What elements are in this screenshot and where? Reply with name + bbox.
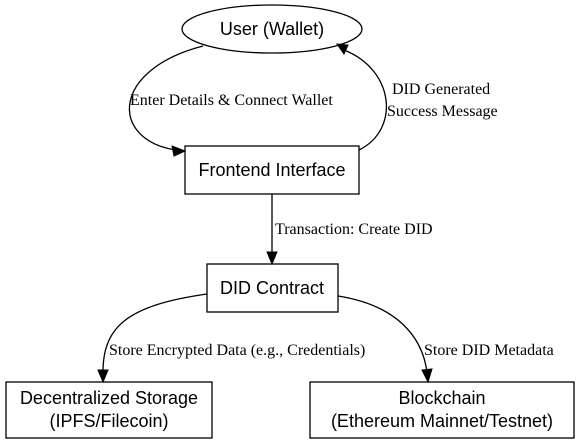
frontend-interface-label: Frontend Interface [198, 160, 345, 180]
edge-label-did-generated-line2: Success Message [387, 103, 498, 120]
user-wallet-node: User (Wallet) [181, 4, 363, 54]
edge-enter-details: Enter Details & Connect Wallet [128, 45, 333, 157]
edge-label-did-generated-line1: DID Generated [392, 81, 490, 98]
blockchain-label-line2: (Ethereum Mainnet/Testnet) [331, 411, 553, 431]
edge-did-generated: DID Generated Success Message [335, 43, 498, 151]
edge-create-did: Transaction: Create DID [266, 194, 433, 266]
edge-label-enter-details: Enter Details & Connect Wallet [130, 92, 333, 109]
blockchain-label-line1: Blockchain [398, 388, 485, 408]
arrowhead-store-metadata [421, 368, 433, 384]
storage-label-line2: (IPFS/Filecoin) [49, 411, 168, 431]
did-contract-label: DID Contract [220, 278, 324, 298]
edge-label-create-did: Transaction: Create DID [275, 221, 433, 238]
did-contract-node: DID Contract [206, 263, 339, 313]
arrowhead-store-encrypted [97, 369, 109, 384]
edge-label-store-encrypted: Store Encrypted Data (e.g., Credentials) [109, 342, 365, 359]
arrowhead-create-did [266, 251, 278, 266]
frontend-interface-node: Frontend Interface [184, 145, 360, 195]
storage-label-line1: Decentralized Storage [20, 388, 198, 408]
edge-store-metadata: Store DID Metadata [337, 295, 554, 384]
edge-store-encrypted: Store Encrypted Data (e.g., Credentials) [97, 293, 365, 384]
edge-label-store-metadata: Store DID Metadata [424, 342, 554, 359]
arrowhead-enter-details [171, 145, 187, 157]
user-wallet-label: User (Wallet) [220, 19, 324, 39]
blockchain-node: Blockchain (Ethereum Mainnet/Testnet) [309, 381, 575, 439]
decentralized-storage-node: Decentralized Storage (IPFS/Filecoin) [5, 381, 213, 439]
arrowhead-did-generated [335, 43, 349, 56]
